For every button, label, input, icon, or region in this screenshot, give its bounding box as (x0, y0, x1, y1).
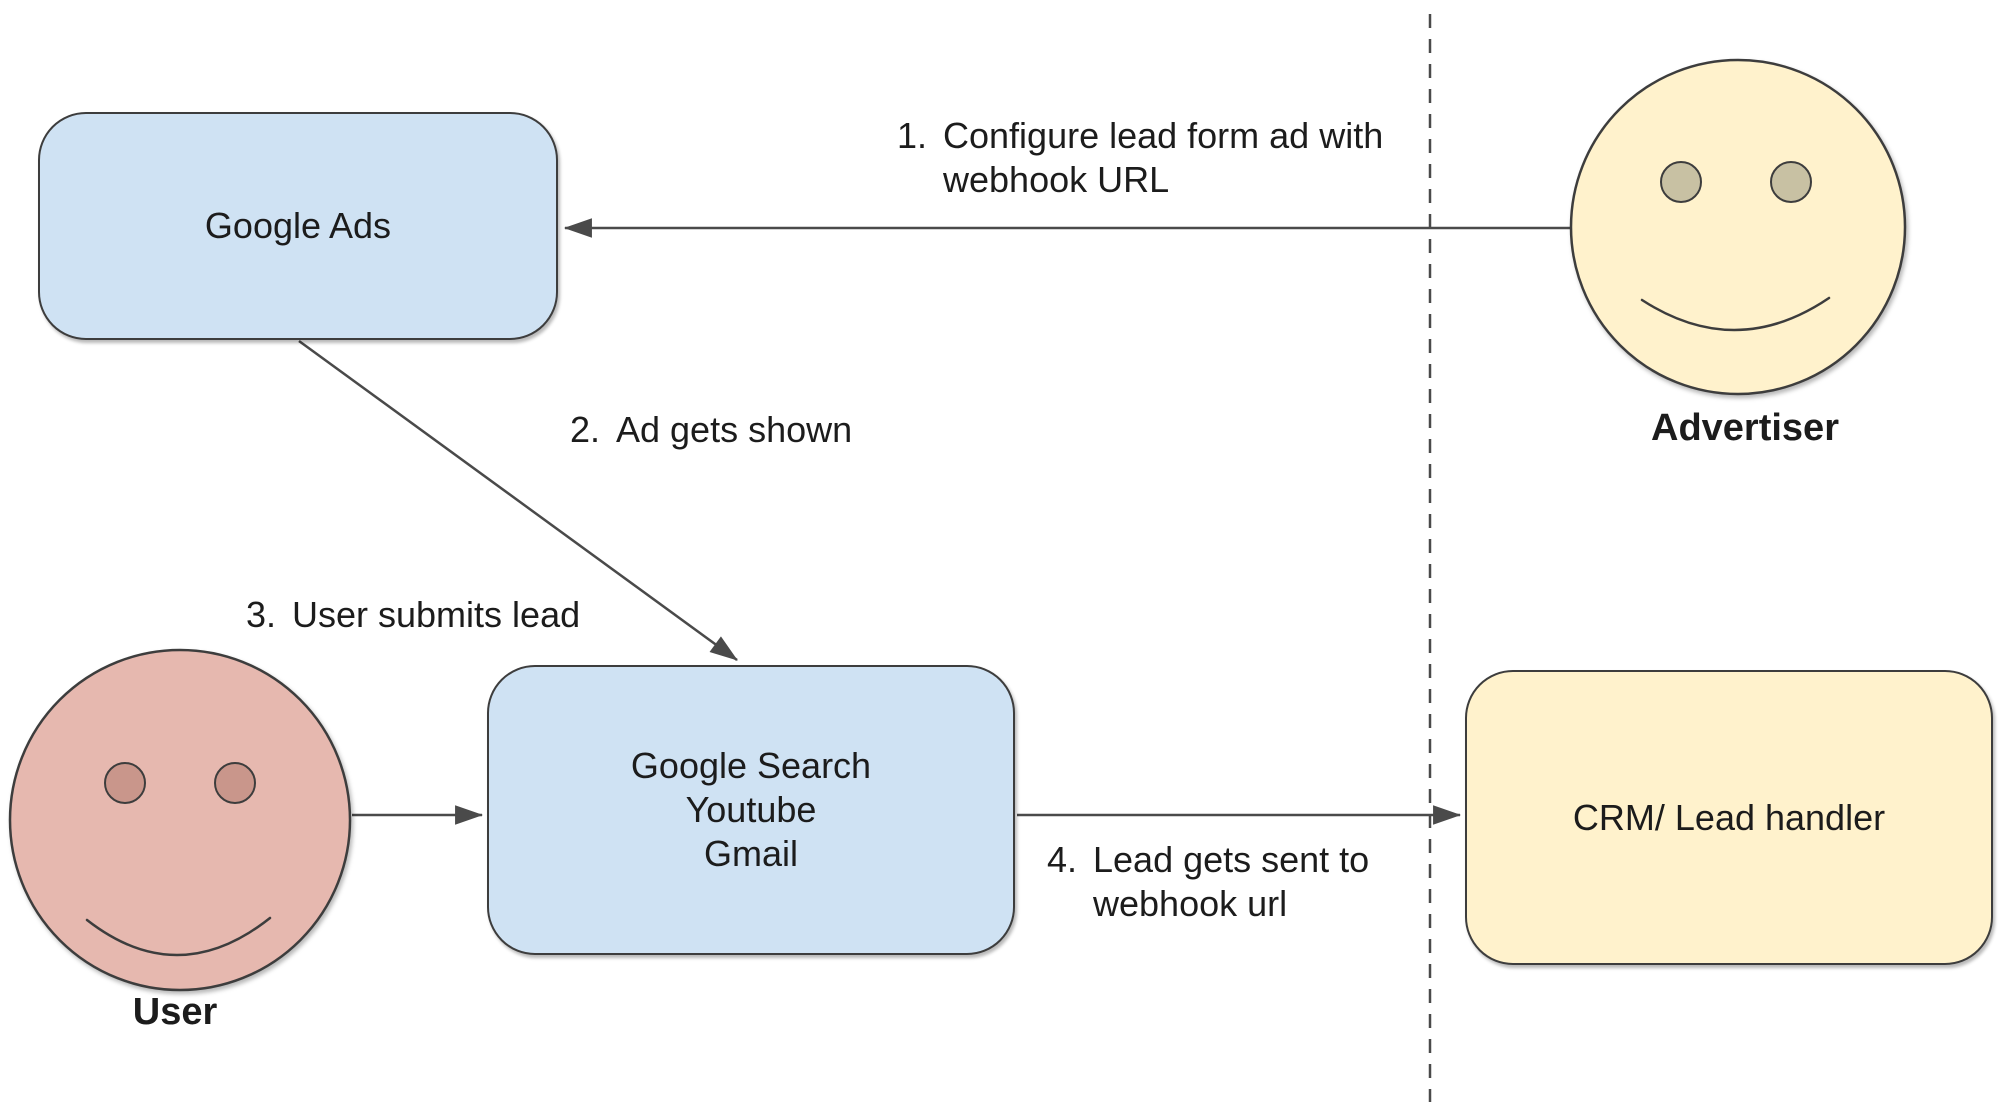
step-4-label: 4. Lead gets sent to webhook url (1047, 838, 1369, 926)
node-surfaces-line-1: Google Search (630, 745, 872, 786)
user-right-eye (214, 762, 256, 804)
step-2-number: 2. (570, 409, 601, 450)
step-1-number: 1. (897, 115, 928, 156)
step-4-text: Lead gets sent to webhook url (1093, 838, 1369, 926)
step-2-line-1: Ad gets shown (616, 409, 853, 450)
step-2-text: Ad gets shown (616, 408, 852, 452)
step-1-text: Configure lead form ad with webhook URL (943, 114, 1383, 202)
step-1-line-2: webhook URL (943, 159, 1170, 200)
step-2-label: 2. Ad gets shown (570, 408, 852, 452)
user-smile (85, 916, 272, 957)
step-1-line-1: Configure lead form ad with (943, 115, 1384, 156)
step-4-line-1: Lead gets sent to (1093, 839, 1370, 880)
node-crm-lead-handler: CRM/ Lead handler (1465, 670, 1993, 965)
advertiser-head (1569, 58, 1907, 396)
arrow-ad-gets-shown (298, 339, 738, 662)
user-left-eye (104, 762, 146, 804)
step-3-line-1: User submits lead (292, 594, 581, 635)
node-surfaces-line-2: Youtube (685, 789, 817, 830)
advertiser-right-eye (1770, 161, 1812, 203)
step-3-number: 3. (246, 594, 277, 635)
advertiser-face-icon (1569, 58, 1907, 396)
advertiser-left-eye (1660, 161, 1702, 203)
step-4-number: 4. (1047, 839, 1078, 880)
advertiser-label: Advertiser (1651, 407, 1839, 449)
step-3-text: User submits lead (292, 593, 580, 637)
advertiser-smile (1640, 296, 1831, 332)
node-crm-label: CRM/ Lead handler (1572, 796, 1886, 838)
user-head (8, 648, 352, 992)
user-label: User (132, 991, 218, 1033)
step-3-label: 3. User submits lead (246, 593, 580, 637)
node-google-ads: Google Ads (38, 112, 558, 340)
node-google-surfaces: Google Search Youtube Gmail (487, 665, 1015, 955)
user-face-icon (8, 648, 352, 992)
node-surfaces-line-3: Gmail (703, 833, 798, 874)
step-1-label: 1. Configure lead form ad with webhook U… (897, 114, 1383, 202)
node-google-ads-label: Google Ads (204, 205, 392, 246)
step-4-line-2: webhook url (1093, 883, 1288, 924)
